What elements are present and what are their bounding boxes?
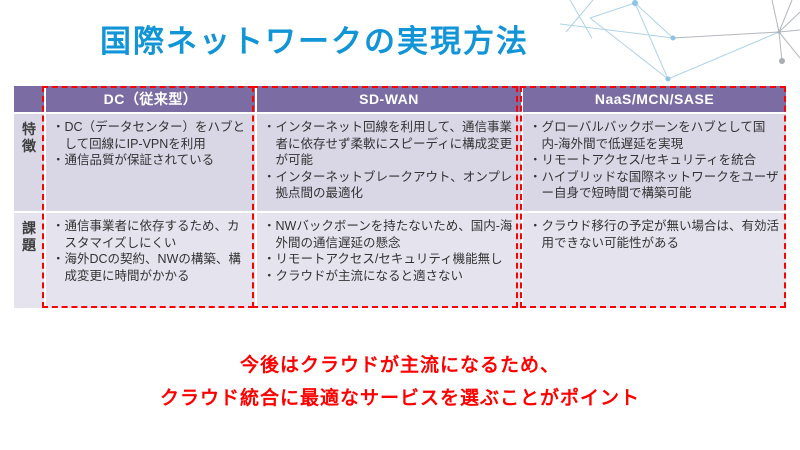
network-decoration-graphic [560,0,800,82]
key-message-line1: 今後はクラウドが主流になるため、 [239,355,560,376]
bullet: ・通信事業者に依存するため、カスタマイズしにくい [52,219,240,250]
bullet: ・ハイブリッドな国際ネットワークをユーザー自身で短時間で構築可能 [529,169,779,201]
key-message: 今後はクラウドが主流になるため、 クラウド統合に最適なサービスを選ぶことがポイン… [0,349,800,415]
bullet: ・NWバックボーンを持たないため、国内-海外間の通信遅延の懸念 [263,219,513,250]
cell-features-naas: ・グローバルバックボーンをハブとして国内-海外間で低遅延を実現 ・リモートアクセ… [523,114,786,211]
bullet: ・クラウド移行の予定が無い場合は、有効活用できない可能性がある [529,219,780,250]
comparison-table: DC（従来型） SD-WAN NaaS/MCN/SASE 特徴 ・DC（データセ… [14,86,786,308]
row-label-features: 特徴 [14,114,44,211]
bullet: ・DC（データセンター）をハブとして回線にIP-VPNを利用 [52,120,246,151]
bullet: ・リモートアクセス/セキュリティを統合 [529,153,757,167]
bullet: ・グローバルバックボーンをハブとして国内-海外間で低遅延を実現 [529,120,766,151]
cell-features-sdwan: ・インターネット回線を利用して、通信事業者に依存せず柔軟にスピーディに構成変更が… [257,114,521,211]
cell-issues-sdwan: ・NWバックボーンを持たないため、国内-海外間の通信遅延の懸念 ・リモートアクセ… [257,213,521,308]
header-spacer-cell [14,86,44,112]
column-header-sdwan: SD-WAN [257,86,521,112]
key-message-line2: クラウド統合に最適なサービスを選ぶことがポイント [159,388,640,409]
column-header-dc: DC（従来型） [46,86,255,112]
bullet: ・通信品質が保証されている [52,153,215,167]
bullet: ・インターネット回線を利用して、通信事業者に依存せず柔軟にスピーディに構成変更が… [263,120,513,167]
bullet: ・リモートアクセス/セキュリティ機能無し [263,252,503,266]
bullet: ・インターネットブレークアウト、オンプレ拠点間の最適化 [263,169,513,201]
column-header-naas: NaaS/MCN/SASE [523,86,786,112]
cell-issues-naas: ・クラウド移行の予定が無い場合は、有効活用できない可能性がある [523,213,786,308]
cell-issues-dc: ・通信事業者に依存するため、カスタマイズしにくい ・海外DCの契約、NWの構築、… [46,213,255,308]
bullet: ・海外DCの契約、NWの構築、構成変更に時間がかかる [52,252,241,283]
page-title: 国際ネットワークの実現方法 [100,24,529,59]
cell-features-dc: ・DC（データセンター）をハブとして回線にIP-VPNを利用 ・通信品質が保証さ… [46,114,255,211]
bullet: ・クラウドが主流になると適さない [263,268,464,283]
row-label-issues: 課題 [14,213,44,308]
